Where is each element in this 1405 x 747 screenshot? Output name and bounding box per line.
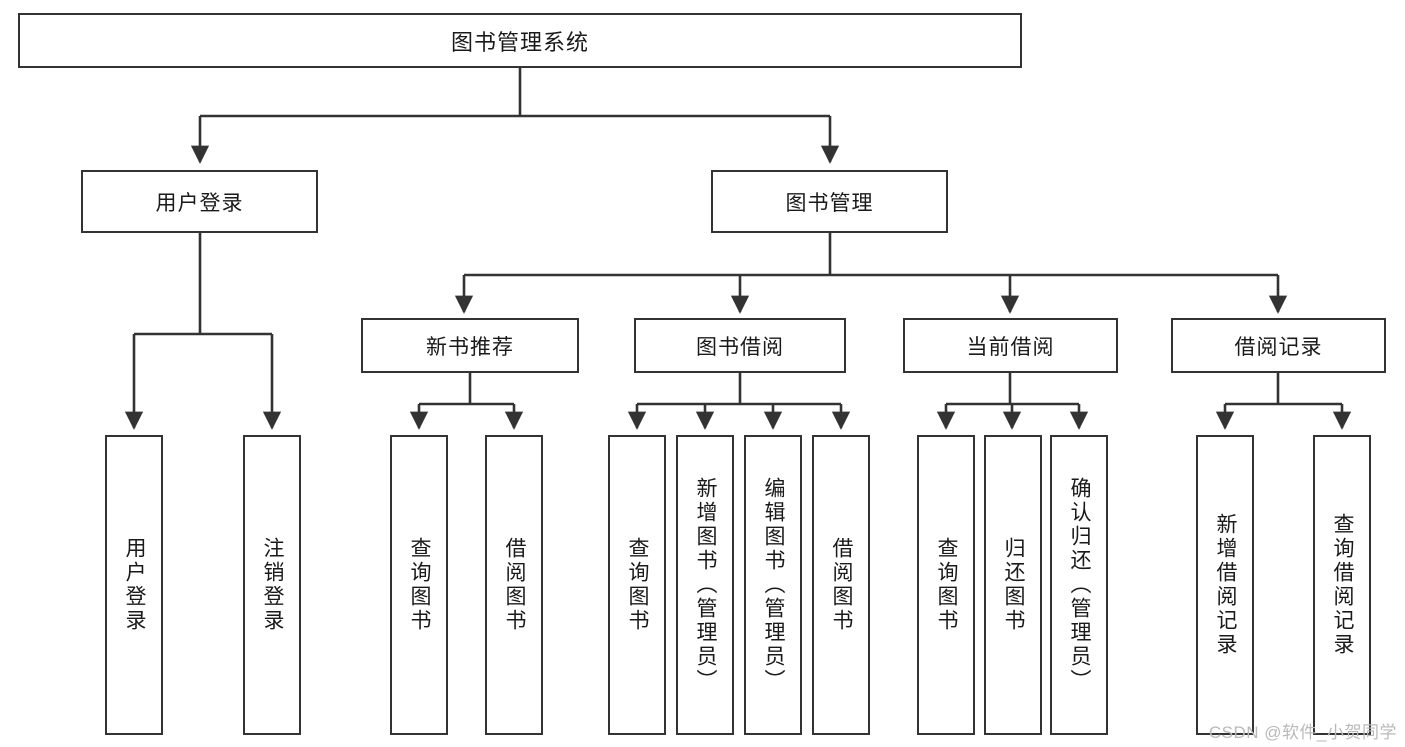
node-leaf-query-books-borrow[interactable]: 查询图书	[608, 435, 666, 735]
node-borrow-record[interactable]: 借阅记录	[1171, 318, 1386, 373]
node-root-book-management-system[interactable]: 图书管理系统	[18, 13, 1022, 68]
node-leaf-borrow-books-rec[interactable]: 借阅图书	[485, 435, 543, 735]
node-current-borrow[interactable]: 当前借阅	[903, 318, 1118, 373]
node-leaf-confirm-return-admin[interactable]: 确认归还（管理员）	[1050, 435, 1108, 735]
node-label: 查询图书	[626, 537, 650, 633]
node-label: 用户登录	[123, 537, 147, 633]
node-label: 借阅记录	[1234, 335, 1323, 359]
node-label: 查询图书	[935, 537, 959, 633]
node-label: 借阅图书	[830, 537, 854, 633]
node-leaf-query-borrow-record[interactable]: 查询借阅记录	[1313, 435, 1371, 735]
node-label: 图书借阅	[696, 335, 784, 359]
node-label: 注销登录	[261, 537, 285, 633]
node-leaf-add-borrow-record[interactable]: 新增借阅记录	[1196, 435, 1254, 735]
node-label: 查询图书	[408, 537, 432, 633]
node-label: 用户登录	[155, 191, 244, 215]
node-leaf-add-book-admin[interactable]: 新增图书（管理员）	[676, 435, 734, 735]
node-leaf-user-login[interactable]: 用户登录	[105, 435, 163, 735]
node-label: 确认归还（管理员）	[1068, 477, 1092, 693]
node-leaf-query-books-current[interactable]: 查询图书	[917, 435, 975, 735]
node-leaf-borrow-books[interactable]: 借阅图书	[812, 435, 870, 735]
node-label: 借阅图书	[503, 537, 527, 633]
node-leaf-edit-book-admin[interactable]: 编辑图书（管理员）	[744, 435, 802, 735]
node-book-management[interactable]: 图书管理	[711, 170, 948, 233]
node-leaf-query-books-rec[interactable]: 查询图书	[390, 435, 448, 735]
node-label: 归还图书	[1002, 537, 1026, 633]
node-leaf-logout[interactable]: 注销登录	[243, 435, 301, 735]
node-new-book-recommendation[interactable]: 新书推荐	[361, 318, 579, 373]
node-label: 新增图书（管理员）	[694, 477, 718, 693]
node-label: 图书管理系统	[450, 29, 589, 55]
node-label: 新增借阅记录	[1214, 513, 1238, 657]
node-leaf-return-books[interactable]: 归还图书	[984, 435, 1042, 735]
node-label: 新书推荐	[426, 335, 514, 359]
node-user-login[interactable]: 用户登录	[81, 170, 318, 233]
node-label: 当前借阅	[966, 335, 1055, 359]
node-label: 编辑图书（管理员）	[762, 477, 786, 693]
node-label: 图书管理	[785, 191, 874, 215]
csdn-watermark: CSDN @软件_小贺同学	[1208, 723, 1397, 742]
node-label: 查询借阅记录	[1331, 513, 1355, 657]
node-book-borrow[interactable]: 图书借阅	[634, 318, 846, 373]
